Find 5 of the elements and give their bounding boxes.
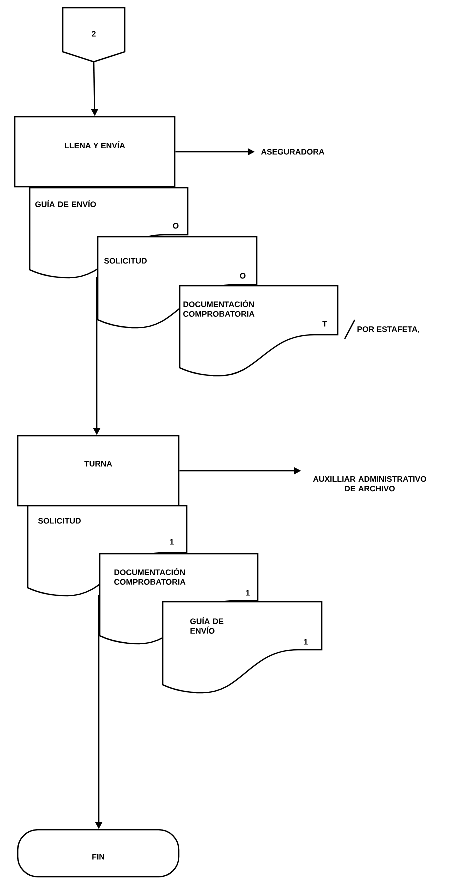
process-box: TURNA — [17, 435, 180, 507]
process-box: LLENA Y ENVÍA — [14, 116, 176, 188]
note-text: POR ESTAFETA, — [358, 326, 420, 334]
recipient-text: AUXILLIAR ADMINISTRATIVO DE ARCHIVO — [313, 476, 426, 492]
recipient-text: ASEGURADORA — [261, 149, 325, 155]
